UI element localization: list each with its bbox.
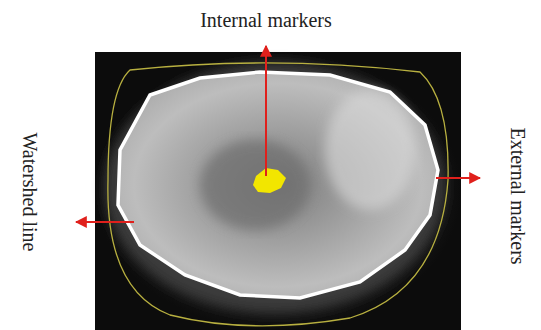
figure-label: Internal markers — [200, 9, 332, 31]
image-background — [95, 52, 461, 330]
bright-area — [325, 90, 415, 210]
external-marker-line — [108, 63, 448, 326]
figure-label: External markers — [507, 127, 529, 264]
watershed-outline — [118, 72, 438, 298]
figure-label: Watershed line — [19, 133, 41, 252]
object-region — [118, 72, 438, 298]
pointer-arrow — [436, 177, 480, 179]
pointer-arrow — [265, 46, 267, 176]
tissue-halo — [105, 63, 445, 313]
internal-marker-blob — [253, 168, 286, 193]
pointer-arrow — [76, 221, 134, 223]
dark-core — [200, 140, 310, 230]
